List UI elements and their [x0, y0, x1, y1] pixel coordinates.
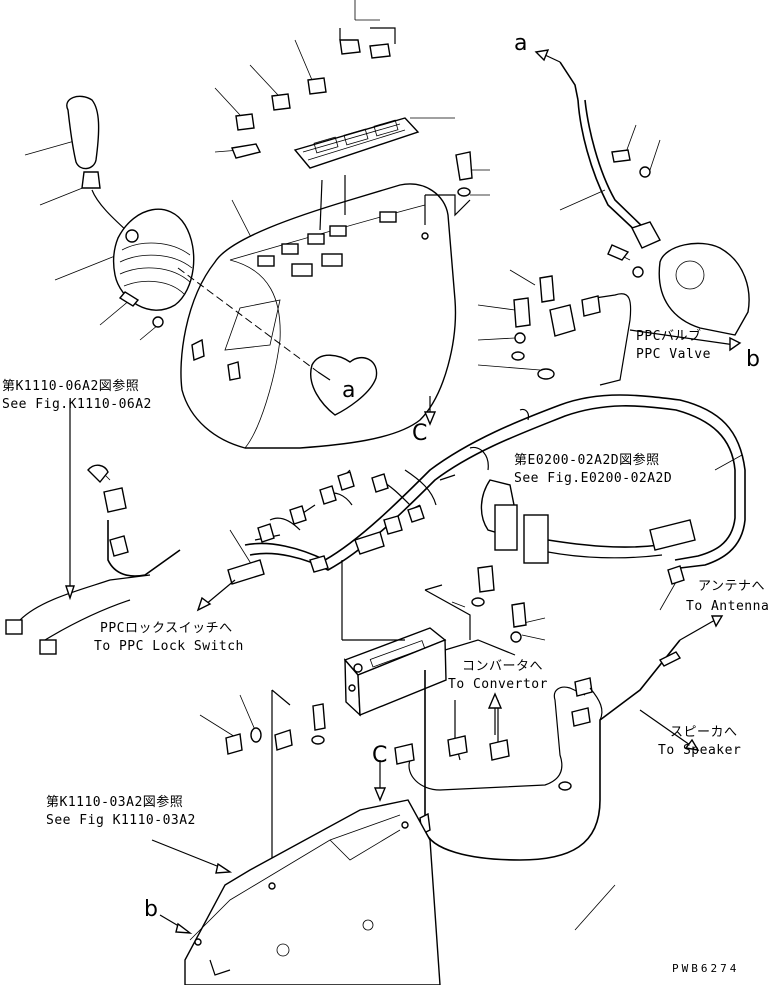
callout-arrows	[65, 396, 724, 934]
control-console	[177, 175, 471, 449]
drawing-number: PWB6274	[672, 962, 739, 975]
callout-a-body: a	[342, 378, 355, 403]
ref-e0200-jp: 第E0200-02A2D図参照	[514, 452, 660, 468]
callout-b-right: b	[746, 347, 760, 372]
dest-ppc-lock-jp: PPCロックスイッチへ	[100, 621, 233, 636]
switch-panel	[293, 117, 420, 169]
dest-speaker-jp: スピーカへ	[670, 725, 738, 740]
fasteners-upper	[455, 149, 651, 380]
callout-b-bottom: b	[144, 897, 158, 922]
ref-k1110-06a2-en: See Fig.K1110-06A2	[2, 397, 152, 412]
ref-k1110-03a2-jp: 第K1110-03A2図参照	[46, 794, 183, 810]
dest-convertor-en: To Convertor	[448, 677, 548, 692]
dest-antenna-en: To Antenna	[686, 599, 769, 614]
ref-k1110-03a2-en: See Fig K1110-03A2	[46, 813, 196, 828]
fasteners-lower	[225, 565, 527, 885]
ref-k1110-06a2-jp: 第K1110-06A2図参照	[2, 378, 139, 394]
dest-antenna-jp: アンテナへ	[698, 579, 765, 594]
floor-frame	[184, 799, 441, 985]
switch-buttons	[231, 27, 396, 159]
ref-e0200-en: See Fig.E0200-02A2D	[514, 471, 672, 486]
callout-c-left: C	[412, 421, 427, 446]
dest-ppc-valve-en: PPC Valve	[636, 347, 711, 362]
dest-convertor-jp: コンバータへ	[462, 659, 543, 674]
dest-speaker-en: To Speaker	[658, 743, 741, 758]
radio-unit	[341, 560, 516, 717]
shift-knob-assembly	[66, 95, 195, 328]
ppc-valve-assembly	[534, 49, 750, 386]
callout-a-top: a	[514, 31, 527, 56]
wiring-harness	[5, 394, 746, 655]
dest-ppc-lock-en: To PPC Lock Switch	[94, 639, 244, 654]
dest-ppc-valve-jp: PPCバルブ	[636, 328, 701, 344]
audio-cable	[394, 639, 682, 861]
callout-c-lower: C	[372, 743, 387, 768]
